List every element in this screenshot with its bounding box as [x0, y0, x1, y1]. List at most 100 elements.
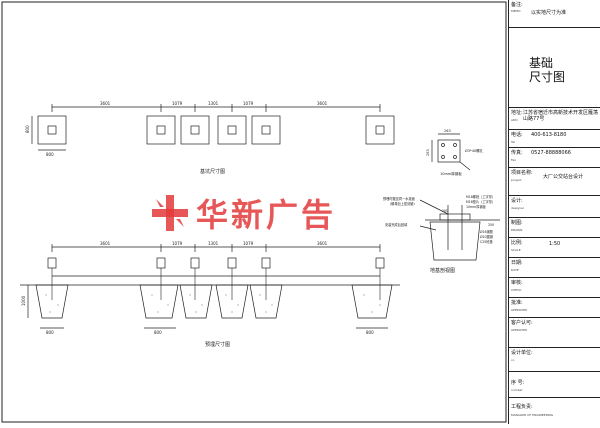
number-sub: number	[511, 388, 523, 392]
dim-label: 250	[488, 223, 494, 227]
drawn-row: 制图: DRAWN	[509, 218, 600, 238]
client-sub: APPROVED	[511, 328, 528, 332]
pit-plan	[31, 104, 395, 151]
drawing-title-line1: 基础	[529, 56, 554, 70]
dim-label: 1301	[208, 241, 219, 246]
approve-row: 批准: APPROVED	[509, 298, 600, 318]
caption-pit-plan: 基坑尺寸图	[200, 168, 225, 175]
date-label: 日期:	[511, 260, 523, 266]
design-unit-row: 设计单位: co	[509, 348, 600, 372]
drawing-area: 3601 1079 1301 1079 3601 800 800 基坑尺寸图	[1, 1, 507, 423]
drawing-title: 基础 尺寸图	[529, 56, 565, 84]
dim-label: 800	[366, 330, 374, 335]
phone-label: 电话:	[511, 132, 523, 138]
fax-label: 传真:	[511, 150, 523, 156]
dim-label: 1079	[172, 101, 183, 106]
dim-label: 800	[25, 125, 30, 133]
scale-value: 1:50	[549, 241, 561, 247]
embed-plan-dims: 3601 1079 1301 1079 3601 800 800 800 100…	[21, 241, 374, 335]
foundation-section	[419, 199, 500, 261]
caption-foundation-section: 地基剖视图	[430, 267, 455, 274]
project-label: 项目名称:	[511, 170, 533, 176]
note: 预埋时搬至同一水准面	[383, 196, 415, 201]
address-label: 地址:	[511, 110, 523, 116]
engineering-label: 工程负责:	[511, 404, 533, 410]
hatch-dots	[45, 294, 381, 313]
address-value: 江苏省宿迁市高新技术开发区雁荡山路77号	[523, 110, 599, 122]
dim-label: 1301	[208, 101, 219, 106]
scale-row: 比例: SCALE 1:50	[509, 238, 600, 258]
design-unit-label: 设计单位:	[511, 350, 533, 356]
dim-label: 3601	[100, 101, 111, 106]
check-row: 审核: CHECK	[509, 278, 600, 298]
phone-sub: Tel	[511, 140, 516, 144]
drawn-sub: DRAWN	[511, 228, 523, 232]
dim-label: 263	[444, 129, 451, 133]
number-row: 序 号: number	[509, 372, 600, 398]
dim-label: 3601	[317, 101, 328, 106]
remarks-sub: MEMO	[511, 9, 521, 13]
dim-label: 800	[46, 152, 54, 157]
remarks-row: 备注: MEMO 以实地尺寸为准	[509, 0, 600, 28]
fax-sub: Fax	[511, 158, 517, 162]
note: 10mm厚钢板	[466, 204, 487, 209]
design-sub: designer	[511, 206, 525, 210]
drawing-title-row: 基础 尺寸图	[509, 28, 600, 108]
note: （螺母加上密封罐）	[388, 201, 417, 206]
drawing-canvas: 3601 1079 1301 1079 3601 800 800 基坑尺寸图	[1, 1, 507, 423]
embed-bolts	[51, 268, 381, 300]
note: C25砼基	[480, 239, 493, 244]
scale-sub: SCALE	[511, 248, 521, 252]
check-sub: CHECK	[511, 288, 522, 292]
dim-label: 3601	[317, 241, 328, 246]
number-label: 序 号:	[511, 380, 525, 386]
plate-label: 10mm厚钢板	[440, 171, 462, 176]
design-label: 设计:	[511, 198, 523, 204]
note: Ø10圆钢	[480, 234, 493, 239]
dim-label: 263	[426, 149, 430, 156]
note: M18垫片（工字形）	[466, 199, 495, 204]
dim-label: 1000	[21, 295, 26, 306]
fax-row: 传真: Fax 0527-88888066	[509, 148, 600, 168]
remarks-label: 备注:	[511, 2, 523, 8]
watermark: 华新广告	[150, 190, 336, 236]
date-row: 日期: DATE	[509, 258, 600, 278]
design-unit-sub: co	[511, 358, 515, 362]
watermark-text: 华新广告	[196, 196, 337, 234]
design-row: 设计: designer	[509, 196, 600, 218]
project-sub: project	[511, 178, 522, 182]
dim-label: 800	[154, 330, 162, 335]
approve-label: 批准:	[511, 300, 523, 306]
dim-label: 1079	[243, 241, 254, 246]
dim-label: 1079	[243, 101, 254, 106]
pit-plan-dims: 3601 1079 1301 1079 3601 800 800	[25, 101, 328, 157]
project-value: 大厂公交站台设计	[543, 174, 584, 180]
check-label: 审核:	[511, 280, 523, 286]
client-row: 客户认可: APPROVED	[509, 318, 600, 348]
approve-sub: APPROVED	[511, 308, 528, 312]
huaxin-logo-icon	[152, 195, 188, 231]
embed-plan	[20, 244, 400, 329]
remarks-value: 以实地尺寸为准	[531, 10, 567, 16]
dim-label: 3601	[100, 241, 111, 246]
title-block: 备注: MEMO 以实地尺寸为准 基础 尺寸图 地址: ADD 江苏省宿迁市高新…	[508, 0, 600, 424]
dim-label: 1079	[172, 241, 183, 246]
drawing-title-line2: 尺寸图	[529, 70, 566, 84]
client-label: 客户认可:	[511, 320, 533, 326]
note: Ø16钢筋	[480, 229, 493, 234]
foundation-notes: 预埋时搬至同一水准面 （螺母加上密封罐） 安装完成后回填 M18螺栓（工字形） …	[383, 194, 495, 244]
fax-value: 0527-88888066	[531, 150, 571, 156]
address-sub: ADD	[511, 118, 518, 122]
caption-embed-plan: 预埋尺寸图	[205, 341, 230, 348]
project-row: 项目名称: project 大厂公交站台设计	[509, 168, 600, 196]
engineering-row: 工程负责: MANAGER OF ENGINEERING	[509, 398, 600, 424]
date-sub: DATE	[511, 268, 519, 272]
phone-row: 电话: Tel 400-613-8180	[509, 130, 600, 148]
plate-detail	[431, 133, 471, 171]
dim-label: 200	[442, 209, 448, 213]
note: M18螺栓（工字形）	[466, 194, 495, 199]
bolt-label: Ø3*40螺孔	[465, 148, 484, 153]
note: 安装完成后回填	[385, 222, 408, 227]
engineering-sub: MANAGER OF ENGINEERING	[511, 413, 554, 417]
